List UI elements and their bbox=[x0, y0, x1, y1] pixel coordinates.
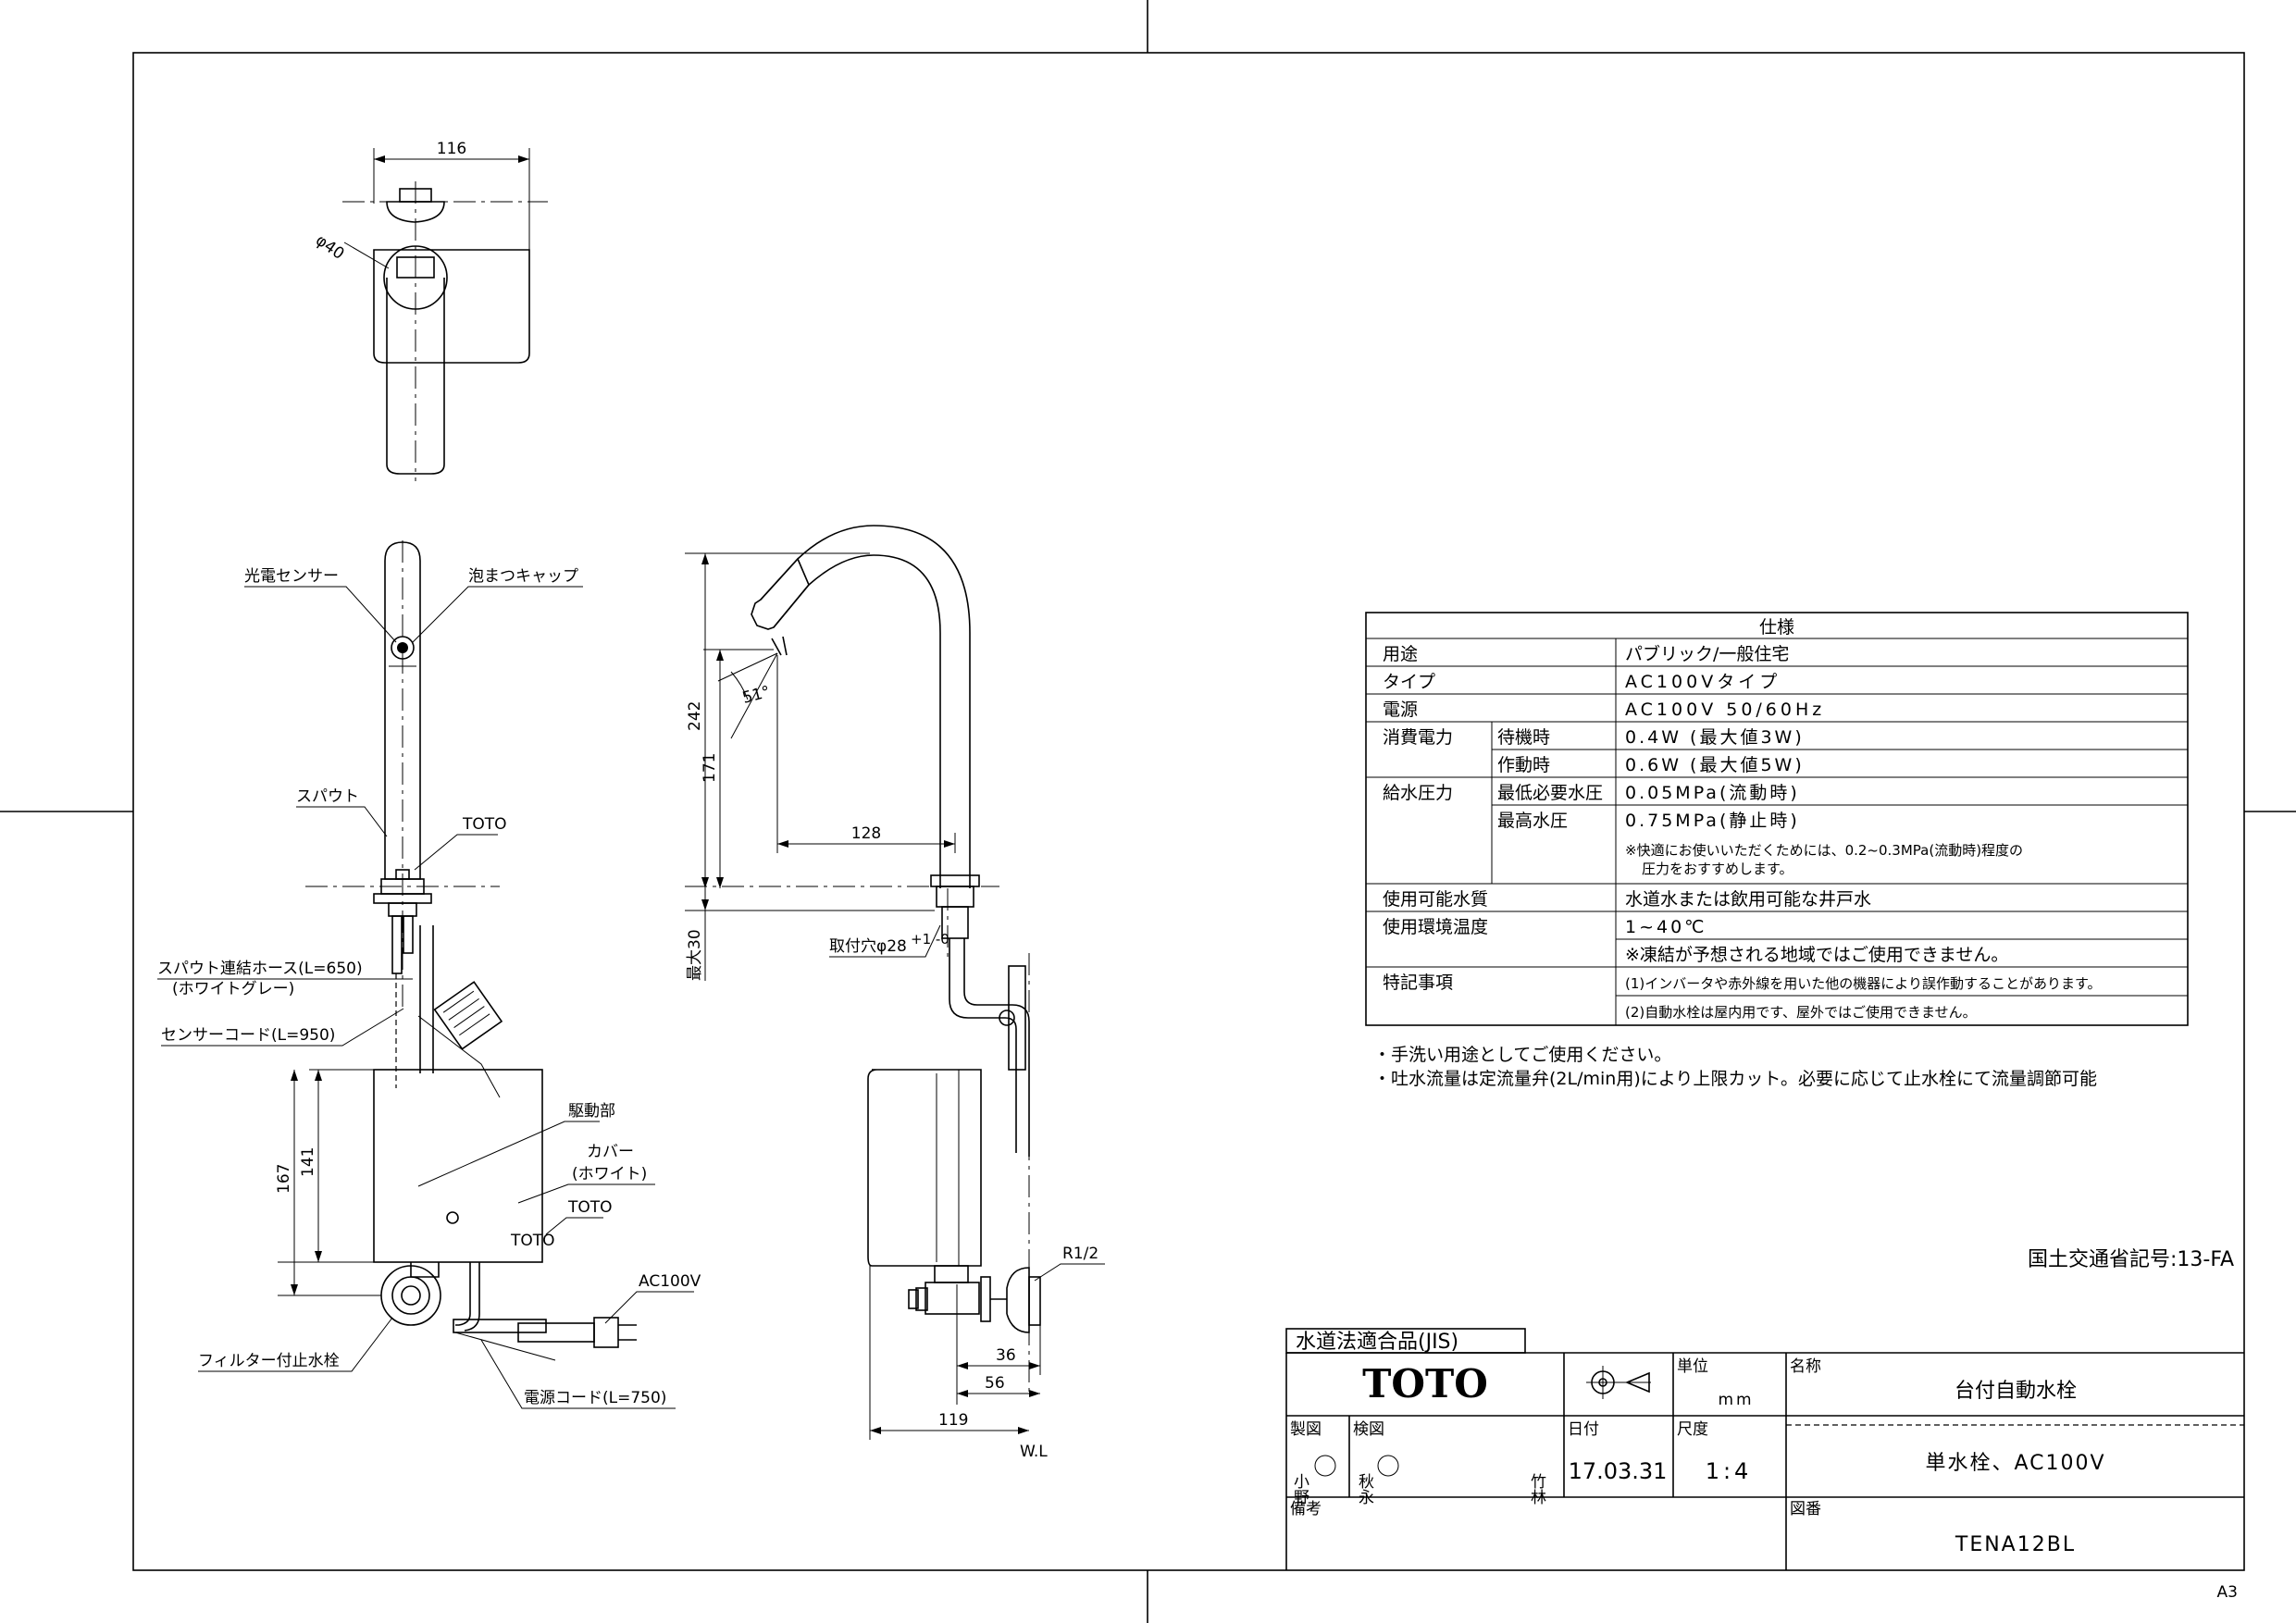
side-view: 51° 242 171 128 最大30 取付穴φ28 +1 -0 bbox=[685, 525, 1105, 1461]
product-name: 台付自動水栓 bbox=[1955, 1380, 2077, 1403]
spec-power-sub-label: 待機時 bbox=[1497, 727, 1550, 748]
callout-toto-box: TOTO bbox=[567, 1198, 613, 1217]
third-angle-projection-icon bbox=[1586, 1366, 1651, 1399]
drawing-number: TENA12BL bbox=[1955, 1533, 2076, 1556]
dim-height-total: 242 bbox=[686, 701, 704, 731]
paper-size: A3 bbox=[2217, 1583, 2238, 1602]
drawn-label: 製図 bbox=[1290, 1420, 1322, 1439]
dim-top-width: 116 bbox=[437, 140, 466, 158]
spec-row-value: パブリック/一般住宅 bbox=[1625, 643, 1789, 664]
name-label: 名称 bbox=[1790, 1357, 1821, 1376]
spec-power-sub-label: 作動時 bbox=[1497, 755, 1550, 775]
spec-pressure-sub-label: 最低必要水圧 bbox=[1497, 783, 1603, 803]
spec-pressure-note: 圧力をおすすめします。 bbox=[1642, 861, 1793, 877]
spec-special-item: (1)インバータや赤外線を用いた他の機器により誤作動することがあります。 bbox=[1625, 975, 2101, 992]
spec-pressure-sub-value: 0.05MPa(流動時) bbox=[1625, 783, 1800, 803]
callout-sensor-cord: センサーコード(L=950) bbox=[161, 1026, 335, 1045]
spec-row-label: タイプ bbox=[1383, 672, 1435, 692]
checked-label: 検図 bbox=[1353, 1420, 1384, 1439]
spec-table: 仕様 用途 パブリック/一般住宅 タイプ AC100Vタイプ 電源 AC100V… bbox=[1365, 612, 2189, 1026]
remarks-label: 備考 bbox=[1290, 1500, 1322, 1518]
spec-water-value: 水道水または飲用可能な井戸水 bbox=[1625, 889, 1871, 910]
spec-special-item: (2)自動水栓は屋内用です、屋外ではご使用できません。 bbox=[1625, 1004, 1977, 1021]
spec-temp-value: 1~40℃ bbox=[1625, 917, 1707, 937]
spec-pressure-sub-label: 最高水圧 bbox=[1497, 811, 1568, 831]
spec-title: 仕様 bbox=[1759, 617, 1794, 638]
scale-label: 尺度 bbox=[1677, 1420, 1708, 1439]
spec-water-label: 使用可能水質 bbox=[1383, 889, 1488, 910]
dim-box-inner: 141 bbox=[299, 1147, 317, 1177]
dim-max30: 最大30 bbox=[686, 929, 704, 981]
unit-label: 単位 bbox=[1677, 1357, 1708, 1376]
callout-mount-tol: +1 -0 bbox=[911, 931, 949, 948]
note-flow: ・吐水流量は定流量弁(2L/min用)により上限カット。必要に応じて止水栓にて流… bbox=[1373, 1069, 2097, 1089]
callout-drive-unit: 駆動部 bbox=[568, 1102, 615, 1121]
dim-angle: 51° bbox=[740, 683, 772, 708]
product-description: 単水栓、AC100V bbox=[1925, 1452, 2105, 1475]
callout-filter-valve: フィルター付止水栓 bbox=[198, 1352, 340, 1370]
unit-value: mm bbox=[1718, 1391, 1754, 1409]
callout-r12: R1/2 bbox=[1062, 1245, 1098, 1263]
drawing-no-label: 図番 bbox=[1790, 1500, 1821, 1518]
callout-cover-color: (ホワイト) bbox=[572, 1165, 647, 1183]
dim-36: 36 bbox=[996, 1346, 1016, 1365]
spec-row-value: AC100Vタイプ bbox=[1625, 672, 1781, 692]
spec-pressure-note: ※快適にお使いいただくためには、0.2~0.3MPa(流動時)程度の bbox=[1625, 842, 2023, 859]
toto-logo: TOTO bbox=[1362, 1361, 1488, 1406]
drawn-by: 小野 bbox=[1290, 1473, 1309, 1505]
callout-mount-hole: 取付穴φ28 bbox=[829, 937, 907, 956]
spec-pressure-sub-value: 0.75MPa(静止時) bbox=[1625, 811, 1800, 831]
callout-spout: スパウト bbox=[296, 787, 359, 806]
label-wl: W.L bbox=[1020, 1443, 1048, 1461]
callout-cover: カバー bbox=[587, 1143, 634, 1161]
sheet-frame bbox=[132, 52, 2245, 1571]
note-usage: ・手洗い用途としてご使用ください。 bbox=[1373, 1045, 1671, 1065]
callout-hose: スパウト連結ホース(L=650) bbox=[157, 960, 363, 978]
dim-119: 119 bbox=[938, 1411, 968, 1430]
spec-temp-label: 使用環境温度 bbox=[1383, 917, 1488, 937]
spec-power-label: 消費電力 bbox=[1383, 727, 1453, 748]
callout-hose-color: (ホワイトグレー) bbox=[172, 980, 294, 998]
callout-toto-spout: TOTO bbox=[462, 815, 507, 834]
dim-height-outlet: 171 bbox=[701, 753, 719, 783]
spec-power-sub-value: 0.6W (最大値5W) bbox=[1625, 755, 1805, 775]
mlit-code: 国土交通省記号:13-FA bbox=[2028, 1248, 2234, 1271]
dim-reach: 128 bbox=[851, 824, 881, 843]
approved-by: 竹林 bbox=[1527, 1473, 1546, 1505]
callout-ac100v: AC100V bbox=[639, 1272, 701, 1291]
date-value: 17.03.31 bbox=[1569, 1458, 1668, 1484]
spec-row-label: 電源 bbox=[1383, 700, 1418, 720]
top-view: 116 φ40 bbox=[312, 140, 548, 481]
callout-sensor: 光電センサー bbox=[244, 567, 339, 586]
callout-aerator: 泡まつキャップ bbox=[468, 567, 578, 586]
box-brand: TOTO bbox=[510, 1232, 555, 1250]
spec-row-label: 用途 bbox=[1383, 644, 1418, 664]
dim-56: 56 bbox=[985, 1374, 1005, 1393]
dim-box-outer: 167 bbox=[275, 1164, 293, 1194]
title-block: 水道法適合品(JIS) TOTO 単位 mm 名称 台付自動水栓 製図 小野 検… bbox=[1285, 1328, 2244, 1570]
scale-value: 1:4 bbox=[1706, 1458, 1753, 1484]
front-view: TOTO 167 141 光電センサー 泡まつキャップ スパウト TOTO bbox=[157, 540, 701, 1409]
jis-badge: 水道法適合品(JIS) bbox=[1296, 1331, 1458, 1354]
checked-by: 秋永 bbox=[1355, 1473, 1374, 1505]
spec-temp-note: ※凍結が予想される地域ではご使用できません。 bbox=[1625, 945, 2008, 965]
spec-pressure-label: 給水圧力 bbox=[1383, 783, 1453, 803]
spec-special-label: 特記事項 bbox=[1383, 973, 1453, 993]
dim-top-dia: φ40 bbox=[312, 231, 347, 264]
date-label: 日付 bbox=[1568, 1420, 1599, 1439]
spec-power-sub-value: 0.4W (最大値3W) bbox=[1625, 727, 1805, 748]
spec-row-value: AC100V 50/60Hz bbox=[1625, 700, 1825, 720]
callout-power-cord: 電源コード(L=750) bbox=[524, 1389, 666, 1407]
